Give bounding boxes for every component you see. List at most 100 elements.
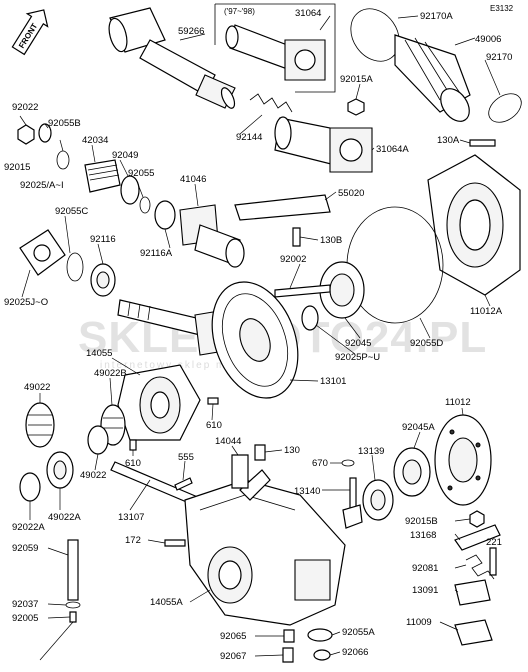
label-92055b: 92055B <box>48 118 81 129</box>
label-172: 172 <box>125 535 141 546</box>
shim-92049 <box>120 175 140 205</box>
bearing-92045a <box>393 447 431 497</box>
label-49022a: 49022A <box>48 512 81 523</box>
lever-13140 <box>342 477 363 529</box>
label-92055a: 92055A <box>342 627 375 638</box>
label-49022: 49022 <box>24 382 50 393</box>
diff-case-14055 <box>117 364 201 441</box>
oring-92055c <box>66 252 84 282</box>
bolt-610a <box>207 397 219 405</box>
washer-92022a <box>19 472 41 502</box>
bearing-92116 <box>90 263 116 297</box>
label-92025pu: 92025P~U <box>335 352 380 363</box>
bracket-14044 <box>231 454 249 489</box>
front-arrow: FRONT <box>11 9 49 56</box>
housing-41046 <box>179 204 245 268</box>
label-49006: 49006 <box>475 34 501 45</box>
label-11012: 11012 <box>445 397 471 408</box>
label-11012a: 11012A <box>470 306 503 317</box>
label-92081: 92081 <box>412 563 438 574</box>
cover-11012a <box>427 154 521 296</box>
screw-92005 <box>69 611 77 623</box>
label-31064: 31064 <box>295 8 321 19</box>
lever-13168 <box>454 524 501 551</box>
year-group-box: ('97~'98) <box>214 3 336 93</box>
side-gear-49022a <box>46 451 74 489</box>
label-92049: 92049 <box>112 150 138 161</box>
label-55020: 55020 <box>338 188 364 199</box>
label-92170a: 92170A <box>420 11 453 22</box>
bolt-172 <box>164 539 186 547</box>
bracket-13091 <box>454 579 491 606</box>
callout-labels: 59266 31064 92170A 49006 92170 92015A 92… <box>4 8 512 662</box>
oring-92055a <box>307 628 333 642</box>
label-670: 670 <box>312 458 328 469</box>
bolt-610b <box>129 439 137 451</box>
label-555: 555 <box>178 452 194 463</box>
oring-670 <box>341 459 355 467</box>
label-92045a: 92045A <box>402 422 435 433</box>
nut-92015 <box>17 124 35 145</box>
bolt-130a <box>469 139 496 147</box>
label-13139: 13139 <box>358 446 384 457</box>
bolt-221 <box>489 547 497 576</box>
label-31064a: 31064A <box>376 144 409 155</box>
label-92116: 92116 <box>90 234 116 245</box>
label-92025ai: 92025/A~I <box>20 180 64 191</box>
label-59266: 59266 <box>178 26 204 37</box>
watermark-sub: internetowy sklep motocyklowy <box>100 360 295 371</box>
plate-92025jo <box>19 229 66 276</box>
bevel-gear-49022 <box>25 402 55 448</box>
coupling-42034 <box>84 159 121 193</box>
label-49022b: 49022B <box>94 368 127 379</box>
oring-92037 <box>65 601 81 609</box>
oring-92055d <box>346 206 444 324</box>
plug-92066 <box>313 649 331 661</box>
shim-55020 <box>234 194 331 221</box>
label-41046: 41046 <box>180 174 206 185</box>
label-13091: 13091 <box>412 585 438 596</box>
stud-92002 <box>274 284 331 298</box>
label-92025jo: 92025J~O <box>4 297 48 308</box>
leader-lines <box>19 15 501 661</box>
label-92144: 92144 <box>236 132 262 143</box>
diagram-code: E3132 <box>490 4 514 13</box>
label-92005: 92005 <box>12 613 38 624</box>
label-92066: 92066 <box>342 647 368 658</box>
label-92015: 92015 <box>4 162 30 173</box>
pin-555 <box>174 477 193 491</box>
label-92059: 92059 <box>12 543 38 554</box>
label-610b: 610 <box>125 458 141 469</box>
label-14055: 14055 <box>86 348 112 359</box>
label-14044: 14044 <box>215 436 241 447</box>
label-92055d: 92055D <box>410 338 443 349</box>
label-92065: 92065 <box>220 631 246 642</box>
spring-92144 <box>249 93 293 113</box>
label-92045: 92045 <box>345 338 371 349</box>
nut-92015a <box>347 98 365 116</box>
bolt-130b <box>292 227 301 247</box>
label-13168: 13168 <box>410 530 436 541</box>
ring-gear-13101 <box>211 281 299 399</box>
label-92022: 92022 <box>12 102 38 113</box>
label-92015b: 92015B <box>405 516 438 527</box>
side-gear-49022c <box>87 425 109 455</box>
label-13101: 13101 <box>320 376 346 387</box>
plug-92065 <box>283 629 295 643</box>
label-610a: 610 <box>206 420 222 431</box>
coupling-13139 <box>362 479 394 521</box>
label-92015a: 92015A <box>340 74 373 85</box>
label-92116a: 92116A <box>140 248 173 259</box>
nut-92015b <box>469 510 485 528</box>
label-92002: 92002 <box>280 254 306 265</box>
label-92037: 92037 <box>12 599 38 610</box>
years-note: ('97~'98) <box>224 7 255 16</box>
label-130b: 130B <box>320 235 342 246</box>
rubber-boot <box>350 8 522 123</box>
label-92055: 92055 <box>128 168 154 179</box>
bolt-92067 <box>282 647 294 663</box>
drive-shaft <box>108 7 236 109</box>
bearing-92116a <box>154 200 176 230</box>
label-13140: 13140 <box>294 486 320 497</box>
